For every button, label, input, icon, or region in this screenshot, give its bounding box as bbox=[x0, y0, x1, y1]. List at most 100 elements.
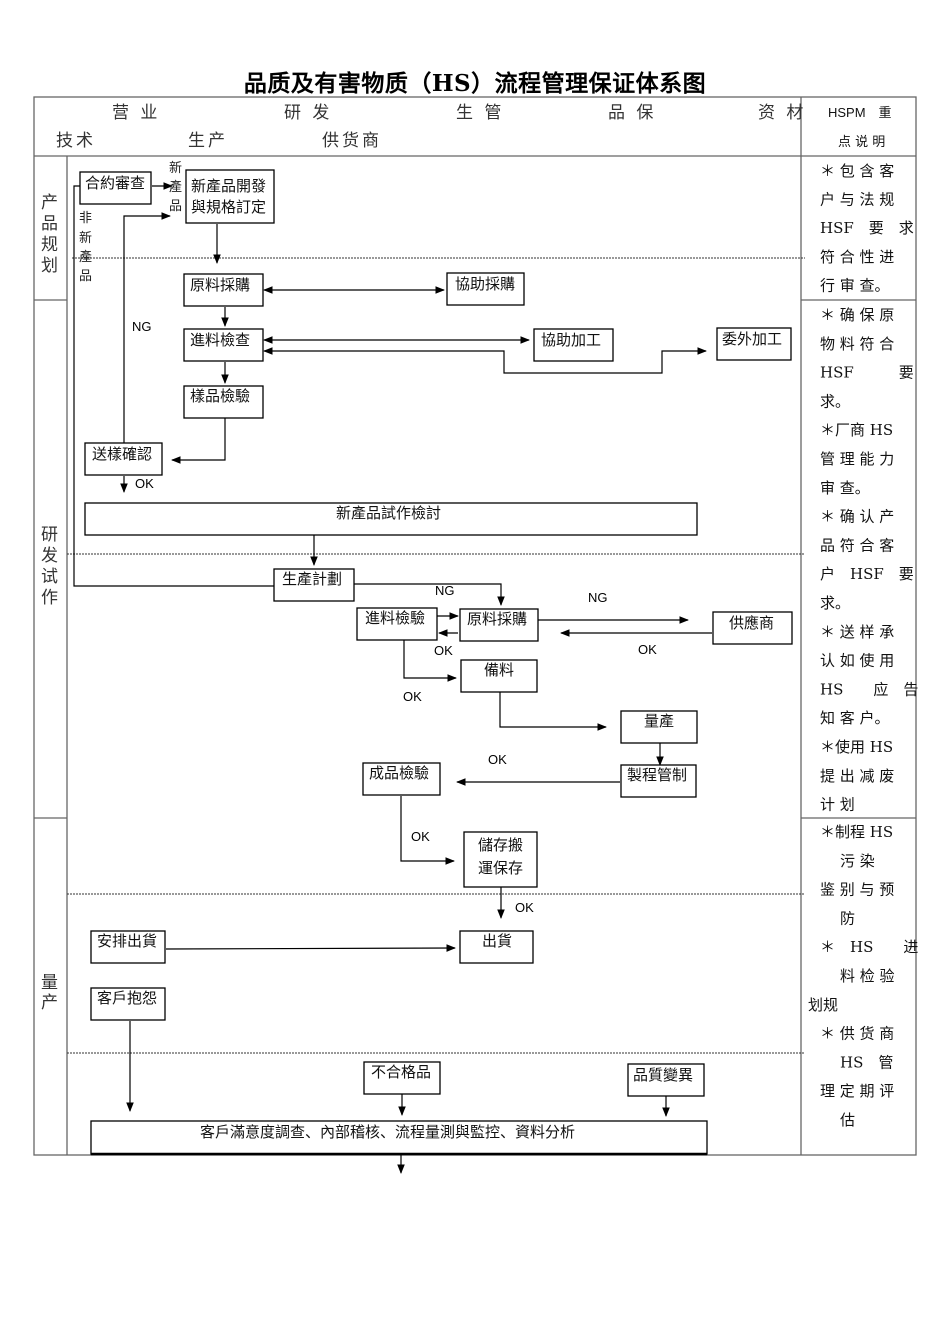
node-incoming-inspection[interactable]: 進料檢驗 bbox=[356, 607, 438, 641]
note-line: 户 与 法 规 bbox=[820, 191, 894, 209]
svg-text:樣品檢驗: 樣品檢驗 bbox=[190, 387, 250, 405]
note-line: 防 bbox=[840, 909, 855, 927]
svg-text:產: 產 bbox=[79, 249, 92, 265]
lane-product-planning: 产 品 规 划 bbox=[41, 193, 58, 276]
node-quality-variation[interactable]: 品質變異 bbox=[627, 1063, 705, 1097]
note-line: HSF 要 求 bbox=[820, 219, 914, 237]
note-line: 知 客 户。 bbox=[820, 709, 890, 727]
svg-text:客戶抱怨: 客戶抱怨 bbox=[97, 989, 157, 1007]
svg-text:送樣確認: 送樣確認 bbox=[92, 445, 152, 463]
note-line: 理 定 期 评 bbox=[820, 1082, 894, 1100]
node-contract-review[interactable]: 合約審查 bbox=[79, 171, 152, 205]
dept-sales: 营 业 bbox=[112, 103, 160, 123]
svg-text:合約審查: 合約審查 bbox=[85, 174, 145, 192]
dept-rd: 研 发 bbox=[284, 103, 332, 123]
note-line: 品 符 合 客 bbox=[820, 536, 894, 554]
svg-text:安排出貨: 安排出貨 bbox=[97, 932, 157, 950]
node-sample-inspection[interactable]: 樣品檢驗 bbox=[183, 385, 264, 419]
node-analysis[interactable]: 客戶滿意度調查、內部稽核、流程量測與監控、資料分析 bbox=[90, 1120, 708, 1156]
notes-header: HSPM 重 bbox=[828, 105, 892, 120]
svg-text:产: 产 bbox=[41, 993, 58, 1013]
svg-text:新產品開發: 新產品開發 bbox=[191, 177, 266, 195]
note-line: 求。 bbox=[820, 594, 850, 612]
node-material-preparation[interactable]: 備料 bbox=[460, 659, 538, 693]
node-assist-processing[interactable]: 協助加工 bbox=[533, 328, 614, 362]
svg-text:量: 量 bbox=[41, 973, 58, 993]
svg-text:新產品試作檢討: 新產品試作檢討 bbox=[336, 504, 441, 522]
note-line: 管 理 能 力 bbox=[820, 450, 894, 468]
dept-production-control: 生 管 bbox=[456, 103, 504, 123]
svg-text:成品檢驗: 成品檢驗 bbox=[369, 764, 429, 782]
svg-text:品質變異: 品質變異 bbox=[633, 1066, 693, 1084]
note-line: HSF 要 bbox=[820, 364, 914, 382]
node-sample-confirmation[interactable]: 送樣確認 bbox=[84, 442, 163, 476]
note-line: 审 查。 bbox=[820, 479, 870, 497]
node-final-inspection[interactable]: 成品檢驗 bbox=[362, 762, 441, 796]
note-line: 污 染 bbox=[840, 852, 875, 870]
svg-text:不合格品: 不合格品 bbox=[371, 1063, 431, 1081]
svg-text:生產計劃: 生產計劃 bbox=[282, 570, 342, 588]
dept-manufacturing: 生产 bbox=[188, 131, 228, 151]
svg-text:進料檢查: 進料檢查 bbox=[190, 331, 250, 349]
dept-engineering: 技术 bbox=[56, 131, 96, 151]
note-line: ＊ 确 认 产 bbox=[820, 508, 894, 526]
node-incoming-check[interactable]: 進料檢查 bbox=[183, 328, 264, 362]
svg-text:非: 非 bbox=[79, 211, 92, 226]
node-raw-material-purchase-2[interactable]: 原料採購 bbox=[459, 608, 539, 642]
svg-text:品: 品 bbox=[41, 214, 58, 234]
note-line: 计 划 bbox=[820, 796, 855, 814]
svg-text:產: 產 bbox=[169, 179, 182, 195]
node-raw-material-purchase[interactable]: 原料採購 bbox=[183, 273, 264, 307]
node-shipment[interactable]: 出貨 bbox=[459, 930, 534, 964]
note-line: 划规 bbox=[808, 996, 838, 1014]
label-ok: OK bbox=[488, 752, 507, 767]
node-arrange-shipment[interactable]: 安排出貨 bbox=[90, 930, 166, 964]
svg-text:新: 新 bbox=[79, 230, 92, 246]
note-line: 估 bbox=[840, 1111, 855, 1129]
svg-text:作: 作 bbox=[41, 588, 58, 608]
dept-supplier: 供货商 bbox=[322, 131, 382, 151]
label-new-product: 新 產 品 bbox=[169, 160, 182, 214]
node-new-product-development[interactable]: 新產品開發 與規格訂定 bbox=[185, 169, 275, 224]
svg-text:與規格訂定: 與規格訂定 bbox=[191, 198, 266, 216]
lane-rd-trial: 研 发 试 作 bbox=[41, 525, 58, 608]
node-storage-transport[interactable]: 儲存搬 運保存 bbox=[463, 831, 538, 888]
node-production-plan[interactable]: 生產計劃 bbox=[273, 568, 355, 602]
notes-section-3: ＊制程 HS污 染鉴 别 与 预防＊ HS 进料 检 验划规＊ 供 货 商HS … bbox=[808, 823, 918, 1129]
svg-text:新: 新 bbox=[169, 160, 182, 176]
node-trial-review[interactable]: 新產品試作檢討 bbox=[84, 502, 698, 536]
label-ok: OK bbox=[434, 643, 453, 658]
node-outsourced-processing[interactable]: 委外加工 bbox=[716, 327, 792, 361]
note-line: 认 如 使 用 bbox=[820, 652, 894, 670]
node-nonconforming-product[interactable]: 不合格品 bbox=[363, 1061, 441, 1095]
svg-text:協助加工: 協助加工 bbox=[541, 331, 601, 349]
node-assist-purchase[interactable]: 協助採購 bbox=[446, 272, 525, 306]
svg-text:製程管制: 製程管制 bbox=[627, 766, 687, 784]
note-line: 料 检 验 bbox=[840, 967, 895, 985]
note-line: 求。 bbox=[820, 392, 850, 410]
notes-header: 点 说 明 bbox=[838, 135, 885, 150]
node-mass-production[interactable]: 量產 bbox=[620, 710, 698, 744]
page-title: 品质及有害物质（HS）流程管理保证体系图 bbox=[243, 70, 707, 97]
lane-mass-production: 量 产 bbox=[41, 973, 58, 1013]
note-line: ＊厂商 HS bbox=[820, 421, 893, 439]
node-customer-complaint[interactable]: 客戶抱怨 bbox=[90, 987, 166, 1021]
note-line: 符 合 性 进 bbox=[820, 248, 894, 266]
svg-text:划: 划 bbox=[41, 256, 58, 276]
svg-text:试: 试 bbox=[41, 567, 58, 587]
svg-text:備料: 備料 bbox=[484, 661, 514, 679]
note-line: ＊ 确 保 原 bbox=[820, 306, 894, 324]
node-supplier[interactable]: 供應商 bbox=[712, 611, 793, 645]
label-ok: OK bbox=[403, 689, 422, 704]
label-ng: NG bbox=[435, 583, 455, 598]
note-line: ＊ HS 进 bbox=[820, 938, 918, 956]
node-process-control[interactable]: 製程管制 bbox=[620, 764, 697, 798]
note-line: ＊ 供 货 商 bbox=[820, 1025, 894, 1043]
note-line: 行 审 查。 bbox=[820, 276, 890, 294]
label-ng: NG bbox=[132, 319, 152, 334]
note-line: HS 管 bbox=[840, 1053, 893, 1071]
label-ng: NG bbox=[588, 590, 608, 605]
